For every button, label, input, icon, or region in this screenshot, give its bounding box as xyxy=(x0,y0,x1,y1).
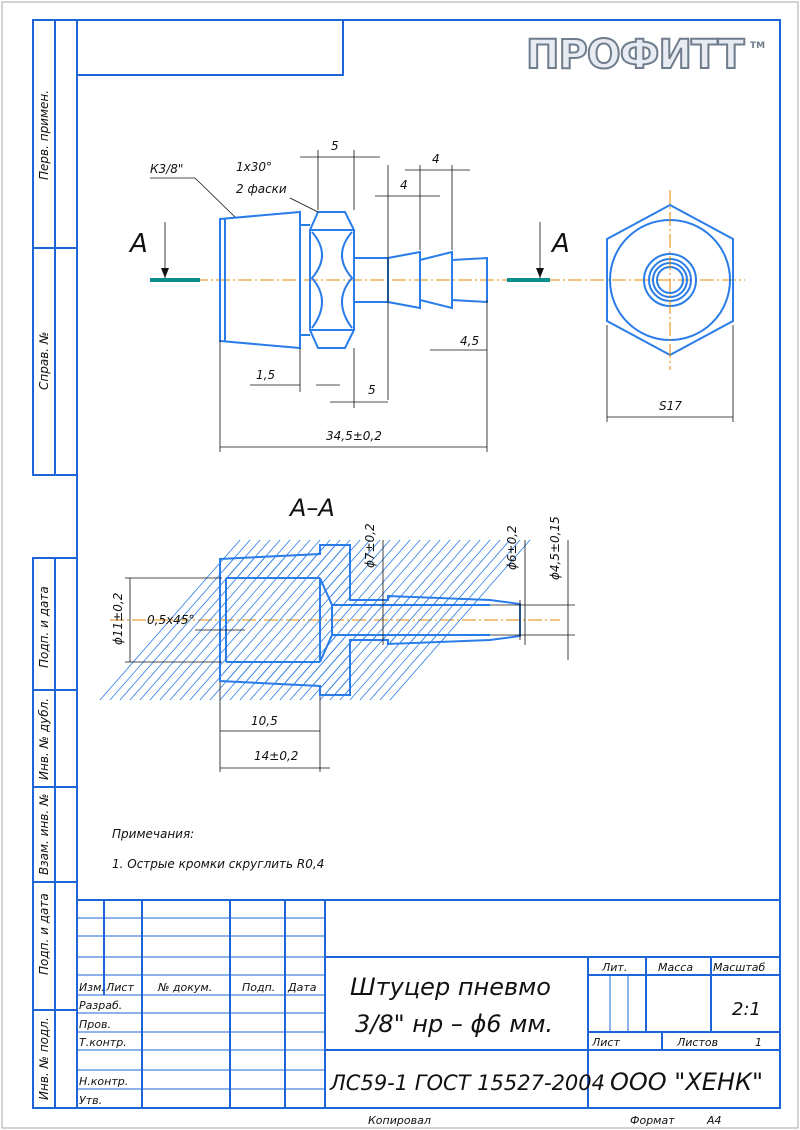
left-strip-bottom xyxy=(32,557,78,1109)
dim-total-length: 34,5±0,2 xyxy=(326,429,382,443)
notes-item-1: 1. Острые кромки скруглить R0,4 xyxy=(112,857,324,871)
section-title: А–А xyxy=(288,494,335,522)
tb-material: ЛС59-1 ГОСТ 15527-2004 xyxy=(329,1071,605,1095)
svg-text:ПРОФИТТ: ПРОФИТТ xyxy=(526,32,745,78)
tb-massa: Масса xyxy=(658,961,693,974)
tb-nkontr: Н.контр. xyxy=(79,1075,128,1088)
dim-5-bottom: 5 xyxy=(368,383,376,397)
tb-masshtab: Масштаб xyxy=(713,961,765,974)
company-logo: ПРОФИТТ TM xyxy=(525,31,765,79)
tb-lit: Лит. xyxy=(601,961,627,974)
side-label-perv-primen: Перв. примен. xyxy=(37,90,51,180)
tb-col-list: Лист xyxy=(105,981,134,994)
dim-5-top: 5 xyxy=(331,139,339,153)
side-label-podp-data-1: Подп. и дата xyxy=(37,586,51,668)
dim-d6: ϕ6±0,2 xyxy=(505,525,519,570)
tb-listov: Листов xyxy=(676,1036,718,1049)
tb-company: ООО "ХЕНК" xyxy=(610,1068,763,1096)
dim-thread: К3/8" xyxy=(150,162,183,176)
footer-kopiroval: Копировал xyxy=(368,1114,431,1127)
tb-col-doc: № докум. xyxy=(157,981,212,994)
tb-col-podp: Подп. xyxy=(242,981,275,994)
tb-scale-value: 2:1 xyxy=(732,999,761,1020)
dim-chamfer-section: 0,5x45° xyxy=(147,613,194,627)
section-mark-right: A xyxy=(550,229,570,259)
tb-part-name-2: 3/8" нр – ϕ6 мм. xyxy=(355,1010,553,1038)
dim-1-5: 1,5 xyxy=(256,368,275,382)
top-left-box xyxy=(76,19,344,76)
side-label-inv-dubl: Инв. № дубл. xyxy=(37,698,51,780)
dim-len-10-5: 10,5 xyxy=(251,714,278,728)
tb-list: Лист xyxy=(591,1036,620,1049)
tb-tkontr: Т.контр. xyxy=(79,1036,127,1049)
dim-d11: ϕ11±0,2 xyxy=(111,593,125,645)
tb-prov: Пров. xyxy=(79,1018,111,1031)
part-side-view: A A xyxy=(128,139,745,452)
tb-col-izm: Изм. xyxy=(79,981,105,994)
side-label-sprav-no: Справ. № xyxy=(37,332,51,390)
left-strip-top xyxy=(32,19,78,476)
tb-utv: Утв. xyxy=(79,1094,102,1107)
title-block: Изм. Лист № докум. Подп. Дата Разраб. Пр… xyxy=(76,899,781,1109)
tb-razrab: Разраб. xyxy=(79,999,122,1012)
section-mark-left: A xyxy=(128,229,148,259)
side-label-vzam-inv: Взам. инв. № xyxy=(37,794,51,875)
side-label-inv-podl: Инв. № подл. xyxy=(37,1017,51,1100)
dim-d7: ϕ7±0,2 xyxy=(363,523,377,568)
dim-len-14: 14±0,2 xyxy=(254,749,298,763)
dim-chamfer-angle: 1x30° xyxy=(236,160,272,174)
notes-title: Примечания: xyxy=(112,827,194,841)
footer-format: Формат xyxy=(630,1114,675,1127)
dim-4-5: 4,5 xyxy=(460,334,479,348)
tb-listov-value: 1 xyxy=(755,1036,762,1049)
dim-4-a: 4 xyxy=(432,152,440,166)
part-section-view: А–А xyxy=(99,494,575,772)
tb-col-data: Дата xyxy=(287,981,317,994)
part-end-view: S17 xyxy=(606,190,734,422)
side-label-podp-data-2: Подп. и дата xyxy=(37,893,51,975)
tb-part-name-1: Штуцер пневмо xyxy=(350,973,551,1001)
dim-chamfer-count: 2 фаски xyxy=(236,182,287,196)
dim-s17: S17 xyxy=(659,399,682,413)
dim-4-b: 4 xyxy=(400,178,408,192)
footer-format-value: А4 xyxy=(706,1114,722,1127)
dim-d4-5: ϕ4,5±0,15 xyxy=(548,516,562,580)
svg-text:TM: TM xyxy=(750,41,765,51)
